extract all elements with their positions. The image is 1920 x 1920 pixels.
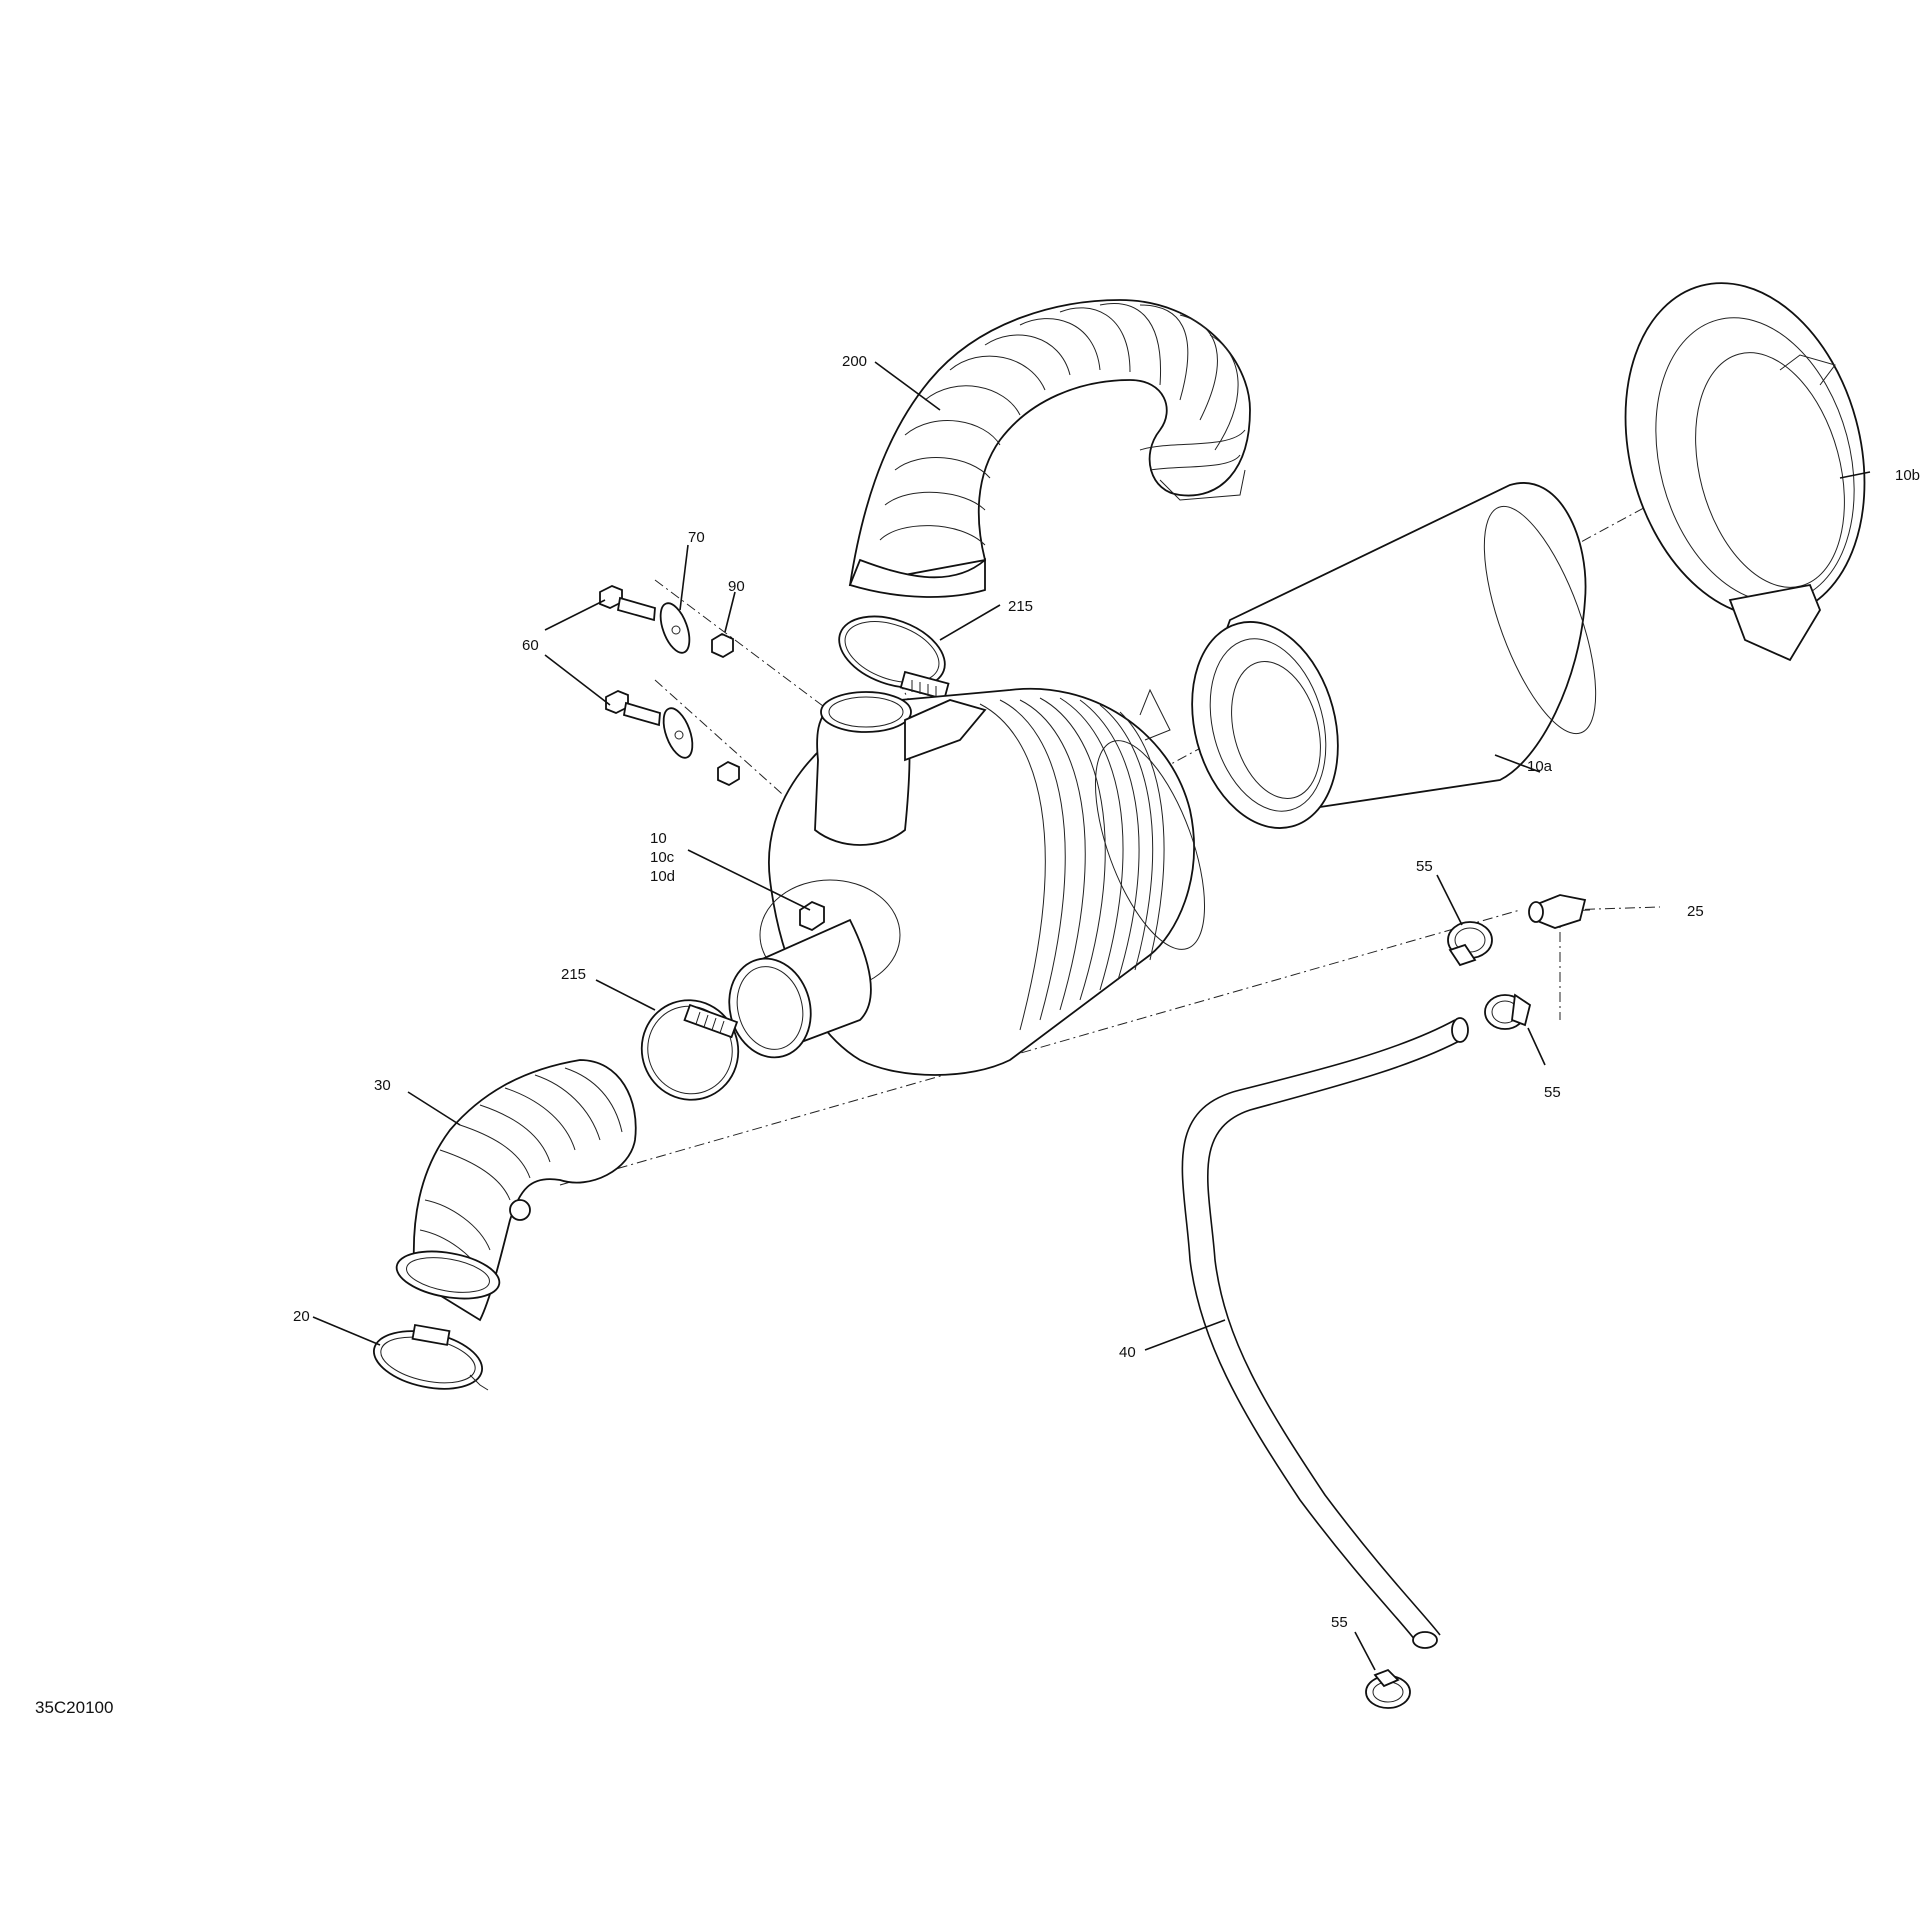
hose-clamp-215-top bbox=[838, 615, 950, 701]
hose-clamp-55-a bbox=[1447, 921, 1493, 967]
hose-clamp-55-c bbox=[1365, 1668, 1411, 1709]
callout-30: 30 bbox=[374, 1077, 391, 1094]
drain-hose-40 bbox=[1181, 1017, 1469, 1649]
callout-labels: 200 70 90 60 215 10 10c 10d 10a 10b 215 … bbox=[35, 353, 1920, 1717]
callout-70: 70 bbox=[688, 529, 705, 546]
diagram-reference-code: 35C20100 bbox=[35, 1698, 113, 1717]
callout-25: 25 bbox=[1687, 903, 1704, 920]
air-filter-housing-10 bbox=[728, 687, 1206, 1076]
callout-10: 10 bbox=[650, 830, 667, 847]
callout-90: 90 bbox=[728, 578, 745, 595]
callout-40: 40 bbox=[1119, 1344, 1136, 1361]
hose-clamp-215-bottom bbox=[640, 999, 740, 1101]
callout-215-bottom: 215 bbox=[561, 966, 586, 983]
callout-10d: 10d bbox=[650, 868, 675, 885]
callout-60: 60 bbox=[522, 637, 539, 654]
callout-200: 200 bbox=[842, 353, 867, 370]
callout-10c: 10c bbox=[650, 849, 675, 866]
callout-55-c: 55 bbox=[1331, 1614, 1348, 1631]
callout-20: 20 bbox=[293, 1308, 310, 1325]
callout-215-top: 215 bbox=[1008, 598, 1033, 615]
callout-55-b: 55 bbox=[1544, 1084, 1561, 1101]
fastener-set-lower bbox=[605, 690, 740, 787]
filter-element-10a bbox=[1191, 482, 1597, 829]
drain-fitting-25 bbox=[1528, 894, 1587, 929]
intake-boot-30 bbox=[395, 1059, 637, 1322]
callout-55-a: 55 bbox=[1416, 858, 1433, 875]
hose-clamp-20 bbox=[373, 1323, 489, 1391]
callout-10b: 10b bbox=[1895, 467, 1920, 484]
hose-clamp-55-b bbox=[1484, 993, 1532, 1030]
fastener-set-upper bbox=[599, 585, 734, 659]
air-duct-elbow-200 bbox=[848, 299, 1251, 598]
end-cover-10b bbox=[1624, 282, 1866, 662]
callout-10a: 10a bbox=[1527, 758, 1553, 775]
leader-lines bbox=[312, 361, 1871, 1671]
